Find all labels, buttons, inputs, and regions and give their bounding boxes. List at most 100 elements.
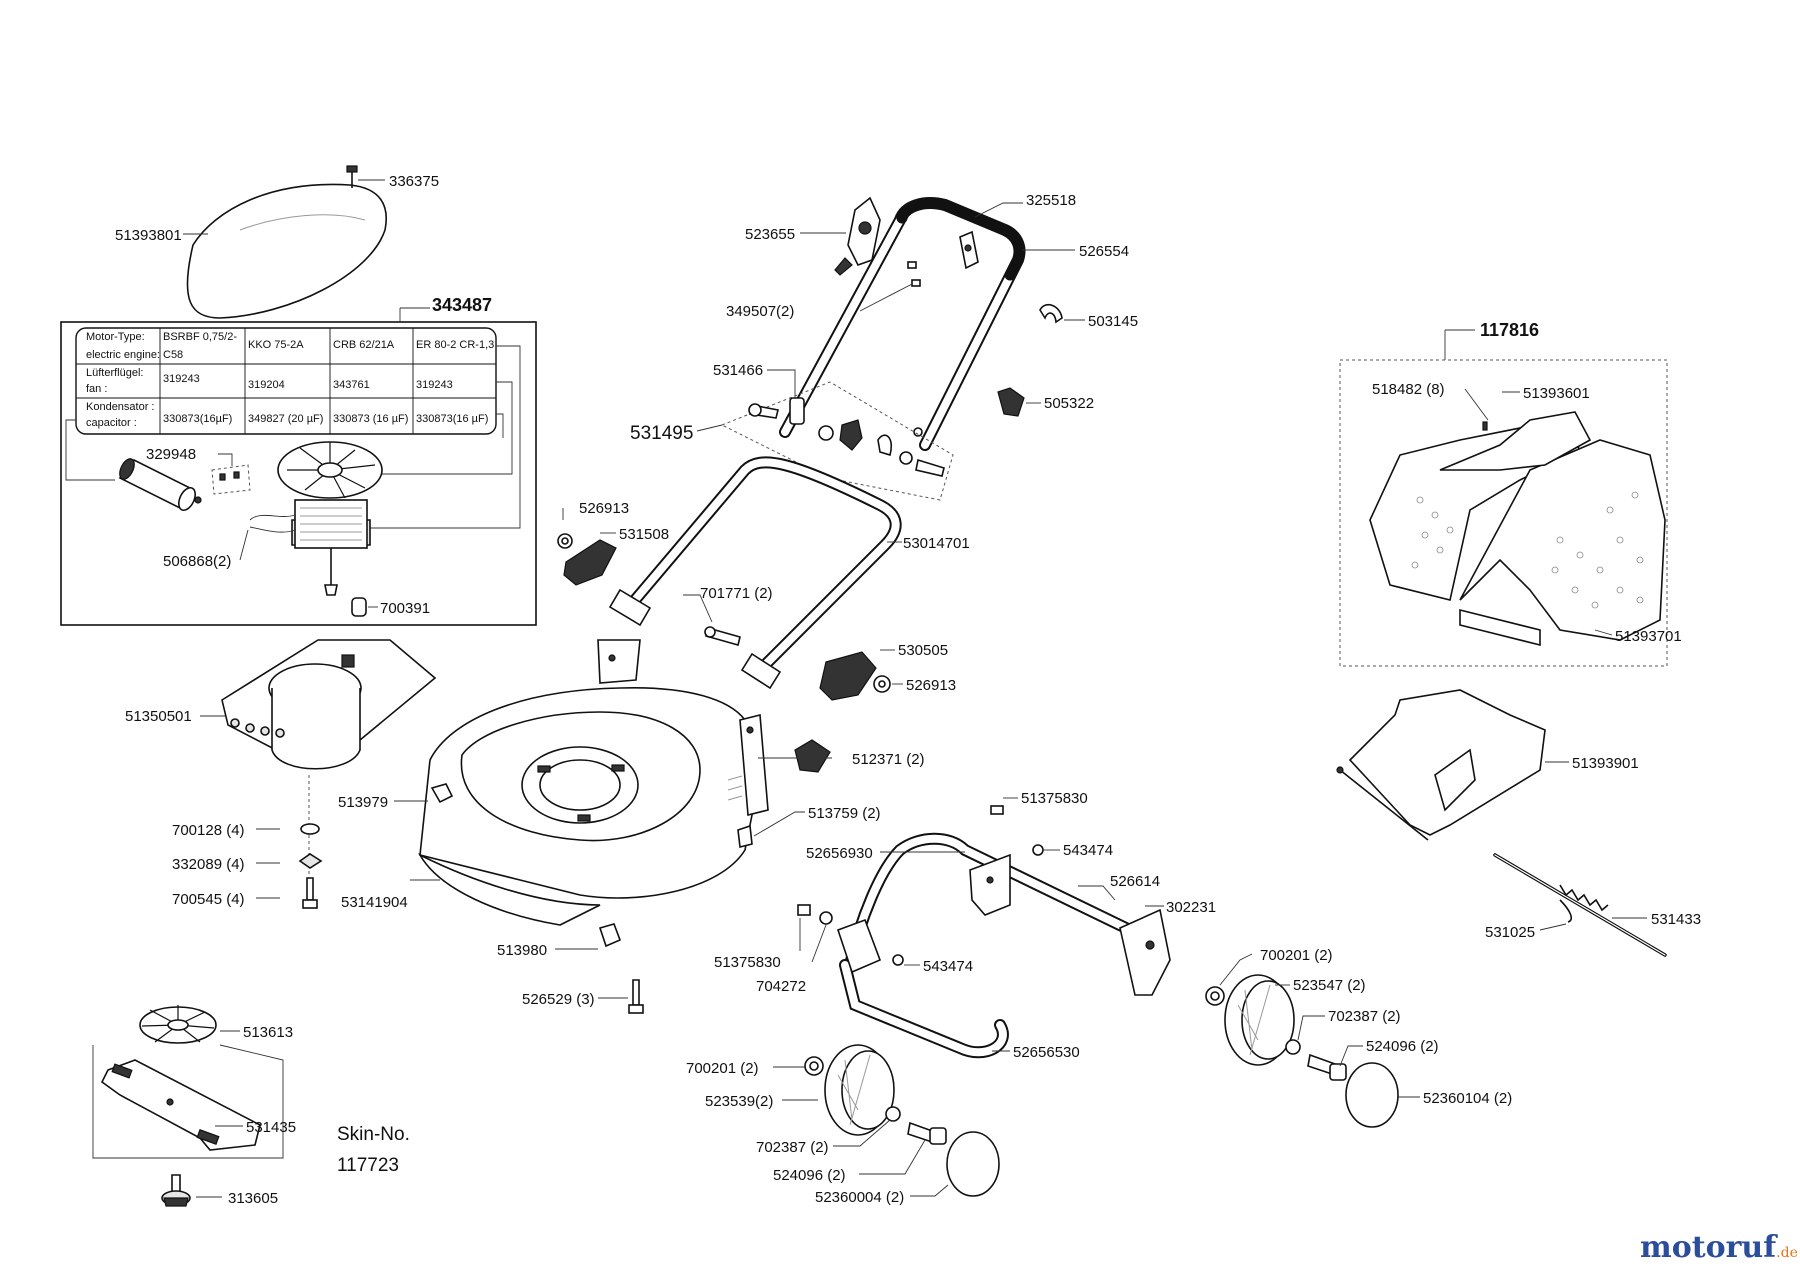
blade-bolt-part	[161, 1174, 191, 1207]
table-row3-label-de: Kondensator :	[86, 401, 155, 413]
part-label-524096-rear: 524096 (2)	[1366, 1038, 1439, 1055]
table-row3-cell1: 330873(16µF)	[163, 413, 232, 425]
table-row2-cell2: 319204	[248, 379, 285, 391]
skin-number-value: 117723	[337, 1155, 399, 1176]
part-label-513979: 513979	[338, 794, 388, 811]
part-label-700128: 700128 (4)	[172, 822, 245, 839]
logo-text: motoruf	[1640, 1230, 1778, 1265]
part-label-513759: 513759 (2)	[808, 805, 881, 822]
table-row2-label-en: fan :	[86, 383, 107, 395]
table-row1-cell4: ER 80-2 CR-1,3	[416, 339, 494, 351]
logo-suffix-text: .de	[1776, 1245, 1798, 1261]
part-label-51393601: 51393601	[1523, 385, 1590, 402]
lower-handle-part	[608, 456, 902, 690]
group-number-343487: 343487	[432, 295, 492, 315]
table-row1-cell3: CRB 62/21A	[333, 339, 395, 351]
upper-handle-part	[779, 197, 1026, 451]
group-number-117816: 117816	[1480, 320, 1539, 340]
part-label-526554: 526554	[1079, 243, 1129, 260]
height-adjuster-part	[836, 832, 1171, 1059]
group-number-531495: 531495	[630, 423, 693, 444]
flap-rod-part	[1493, 853, 1667, 957]
handle-clamp-hardware	[748, 397, 945, 477]
part-label-704272: 704272	[756, 978, 806, 995]
switch-box-part	[834, 196, 881, 276]
blade-adapter-part	[139, 1005, 217, 1044]
grass-bag-part	[1369, 411, 1666, 647]
table-row1-cell1a: BSRBF 0,75/2-	[163, 331, 237, 343]
part-label-51393901: 51393901	[1572, 755, 1639, 772]
table-row2-label-de: Lüfterflügel:	[86, 367, 143, 379]
part-label-523539: 523539(2)	[705, 1093, 773, 1110]
part-label-53014701: 53014701	[903, 535, 970, 552]
cutting-blade-part	[100, 1059, 261, 1151]
part-label-52656930: 52656930	[806, 845, 873, 862]
part-label-349507: 349507(2)	[726, 303, 794, 320]
part-label-51375830-top: 51375830	[1021, 790, 1088, 807]
part-label-523547: 523547 (2)	[1293, 977, 1366, 994]
part-label-325518: 325518	[1026, 192, 1076, 209]
part-label-523655: 523655	[745, 226, 795, 243]
part-label-531508: 531508	[619, 526, 669, 543]
part-label-51393801: 51393801	[115, 227, 182, 244]
table-row1-label-en: electric engine:	[86, 349, 160, 361]
table-row2-cell4: 319243	[416, 379, 453, 391]
part-label-531433: 531433	[1651, 911, 1701, 928]
part-label-302231: 302231	[1166, 899, 1216, 916]
part-label-700201-front: 700201 (2)	[686, 1060, 759, 1077]
part-label-52360104: 52360104 (2)	[1423, 1090, 1512, 1107]
part-label-543474-bottom: 543474	[923, 958, 973, 975]
part-label-531025: 531025	[1485, 924, 1535, 941]
part-label-506868: 506868(2)	[163, 553, 231, 570]
terminal-clip-part	[211, 464, 251, 495]
part-label-526529: 526529 (3)	[522, 991, 595, 1008]
part-label-526614: 526614	[1110, 873, 1160, 890]
electric-motor-part	[249, 441, 383, 596]
part-label-700391: 700391	[380, 600, 430, 617]
grass-bag-box	[1339, 359, 1668, 667]
table-row3-cell4: 330873(16 µF)	[416, 413, 488, 425]
part-label-524096-front: 524096 (2)	[773, 1167, 846, 1184]
part-label-53141904: 53141904	[341, 894, 408, 911]
part-label-512371: 512371 (2)	[852, 751, 925, 768]
svg-text:motoruf.de: motoruf.de	[1640, 1230, 1798, 1265]
part-label-52656530: 52656530	[1013, 1044, 1080, 1061]
motor-housing-part	[221, 639, 437, 770]
motor-assembly-box	[60, 321, 537, 626]
table-row1-cell1b: C58	[163, 349, 183, 361]
table-row3-cell3: 330873 (16 µF)	[333, 413, 408, 425]
skin-number-label: Skin-No.	[337, 1124, 410, 1145]
table-row1-cell2: KKO 75-2A	[248, 339, 304, 351]
part-label-531435: 531435	[246, 1119, 296, 1136]
front-wheel-part	[804, 1044, 1000, 1197]
rear-wheel-part	[1205, 974, 1399, 1128]
part-label-51393701: 51393701	[1615, 628, 1682, 645]
part-label-51375830-bottom: 51375830	[714, 954, 781, 971]
part-label-526913-top: 526913	[579, 500, 629, 517]
table-row2-cell3: 343761	[333, 379, 370, 391]
motor-spec-table: Motor-Type: electric engine: BSRBF 0,75/…	[75, 327, 497, 435]
part-label-543474-top: 543474	[1063, 842, 1113, 859]
table-row2-cell1: 319243	[163, 373, 200, 385]
part-label-505322: 505322	[1044, 395, 1094, 412]
part-label-51350501: 51350501	[125, 708, 192, 725]
part-label-530505: 530505	[898, 642, 948, 659]
part-label-702387-rear: 702387 (2)	[1328, 1008, 1401, 1025]
table-row3-label-en: capacitor :	[86, 417, 137, 429]
part-label-518482: 518482 (8)	[1372, 381, 1445, 398]
motor-cover-part	[186, 165, 387, 319]
part-label-513980: 513980	[497, 942, 547, 959]
part-label-526913-bottom: 526913	[906, 677, 956, 694]
part-label-329948: 329948	[146, 446, 196, 463]
part-label-700201-rear: 700201 (2)	[1260, 947, 1333, 964]
part-label-701771: 701771 (2)	[700, 585, 773, 602]
part-label-313605: 313605	[228, 1190, 278, 1207]
part-label-702387-front: 702387 (2)	[756, 1139, 829, 1156]
part-label-513613: 513613	[243, 1024, 293, 1041]
motoruf-logo: motoruf.de	[1640, 1230, 1798, 1265]
part-label-531466: 531466	[713, 362, 763, 379]
capacitor-part	[118, 458, 202, 512]
part-label-332089: 332089 (4)	[172, 856, 245, 873]
table-row1-label-de: Motor-Type:	[86, 331, 145, 343]
